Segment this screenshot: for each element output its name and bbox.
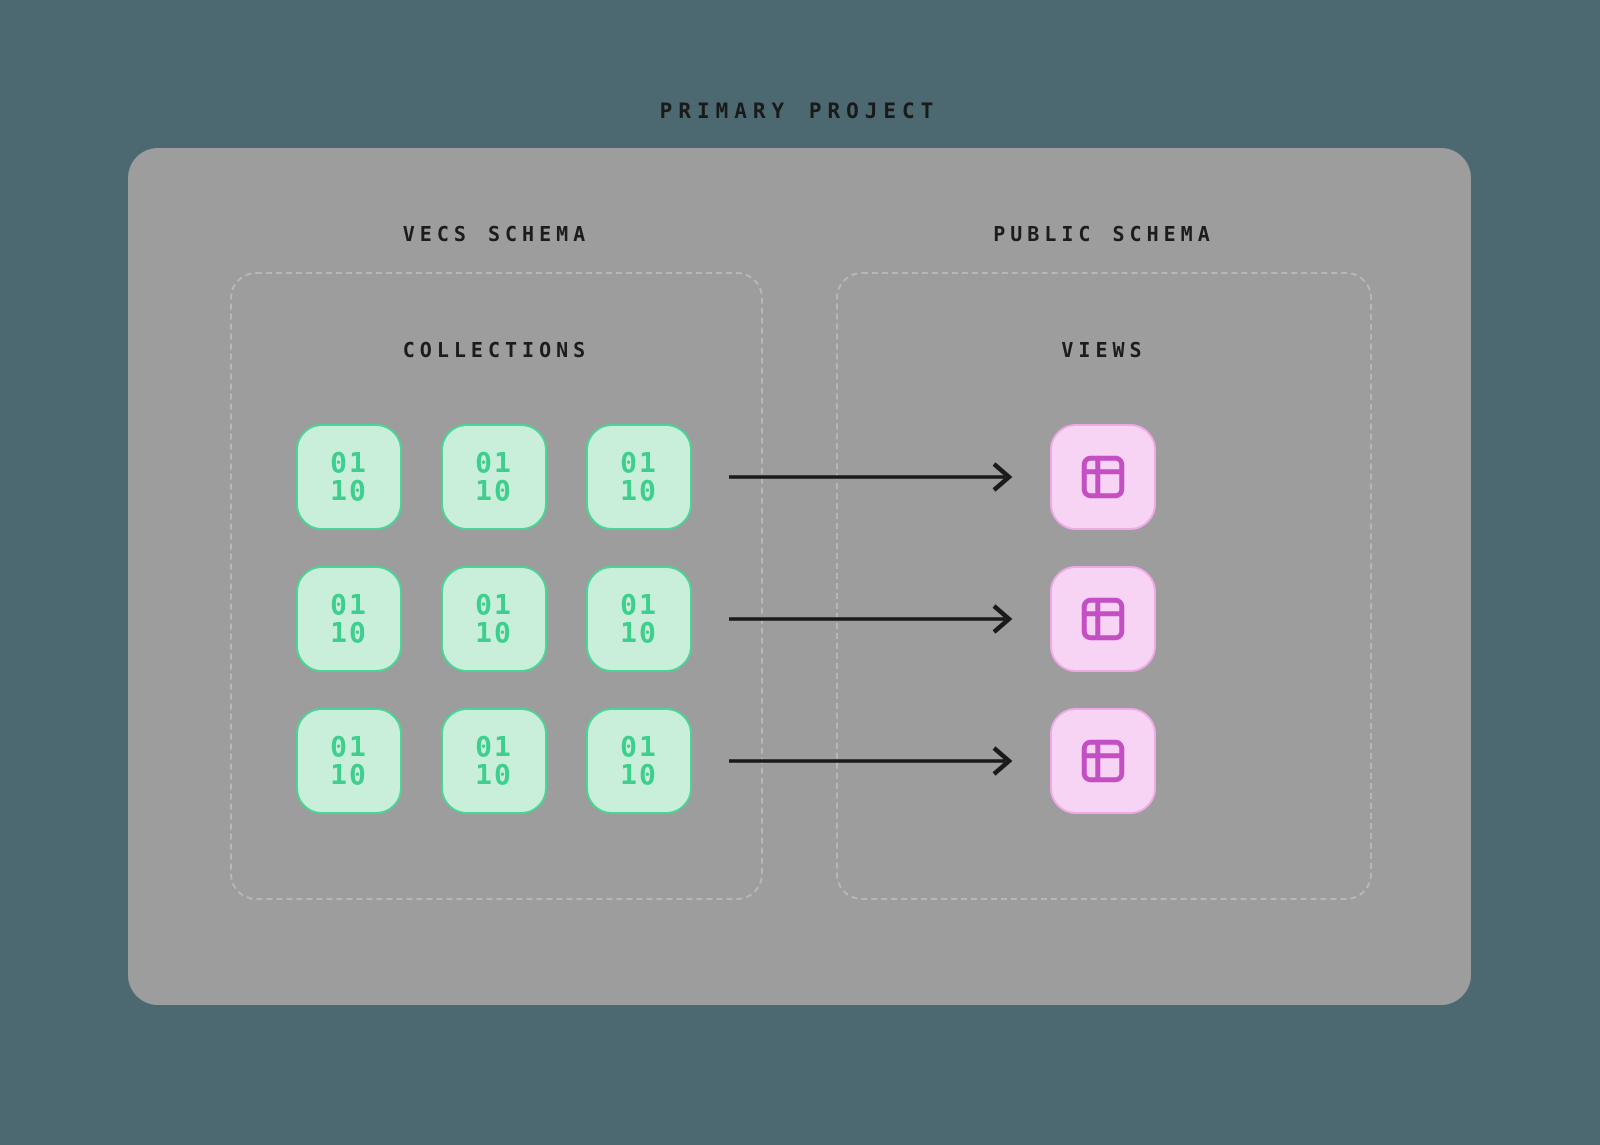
diagram-title: PRIMARY PROJECT xyxy=(659,99,940,123)
collection-binary-icon: 01 10 xyxy=(441,708,547,814)
primary-project-panel: VECS SCHEMA PUBLIC SCHEMA COLLECTIONS 01… xyxy=(128,148,1471,1005)
binary-label: 01 10 xyxy=(475,730,513,791)
public-schema-title: PUBLIC SCHEMA xyxy=(993,222,1215,246)
collection-binary-icon: 01 10 xyxy=(586,708,692,814)
collections-label: COLLECTIONS xyxy=(402,338,591,362)
collections-grid: 01 10 01 10 01 10 01 10 01 10 01 10 xyxy=(296,424,692,814)
collection-binary-icon: 01 10 xyxy=(586,424,692,530)
arrow-collections-to-view-3 xyxy=(729,746,1013,776)
public-schema-panel: VIEWS xyxy=(836,272,1372,900)
collection-binary-icon: 01 10 xyxy=(441,424,547,530)
table-icon xyxy=(1081,739,1125,783)
collection-binary-icon: 01 10 xyxy=(586,566,692,672)
view-table-icon xyxy=(1050,566,1156,672)
collection-binary-icon: 01 10 xyxy=(441,566,547,672)
views-column xyxy=(1050,424,1156,814)
binary-label: 01 10 xyxy=(330,446,368,507)
views-label: VIEWS xyxy=(1061,338,1147,362)
table-icon xyxy=(1081,455,1125,499)
binary-label: 01 10 xyxy=(330,588,368,649)
collection-binary-icon: 01 10 xyxy=(296,566,402,672)
binary-label: 01 10 xyxy=(620,730,658,791)
arrow-collections-to-view-2 xyxy=(729,604,1013,634)
binary-label: 01 10 xyxy=(475,588,513,649)
view-table-icon xyxy=(1050,708,1156,814)
vecs-schema-panel: COLLECTIONS 01 10 01 10 01 10 01 10 01 1… xyxy=(230,272,763,900)
binary-label: 01 10 xyxy=(620,446,658,507)
collection-binary-icon: 01 10 xyxy=(296,708,402,814)
vecs-schema-title: VECS SCHEMA xyxy=(402,222,591,246)
binary-label: 01 10 xyxy=(330,730,368,791)
binary-label: 01 10 xyxy=(620,588,658,649)
binary-label: 01 10 xyxy=(475,446,513,507)
view-table-icon xyxy=(1050,424,1156,530)
collection-binary-icon: 01 10 xyxy=(296,424,402,530)
arrow-collections-to-view-1 xyxy=(729,462,1013,492)
table-icon xyxy=(1081,597,1125,641)
